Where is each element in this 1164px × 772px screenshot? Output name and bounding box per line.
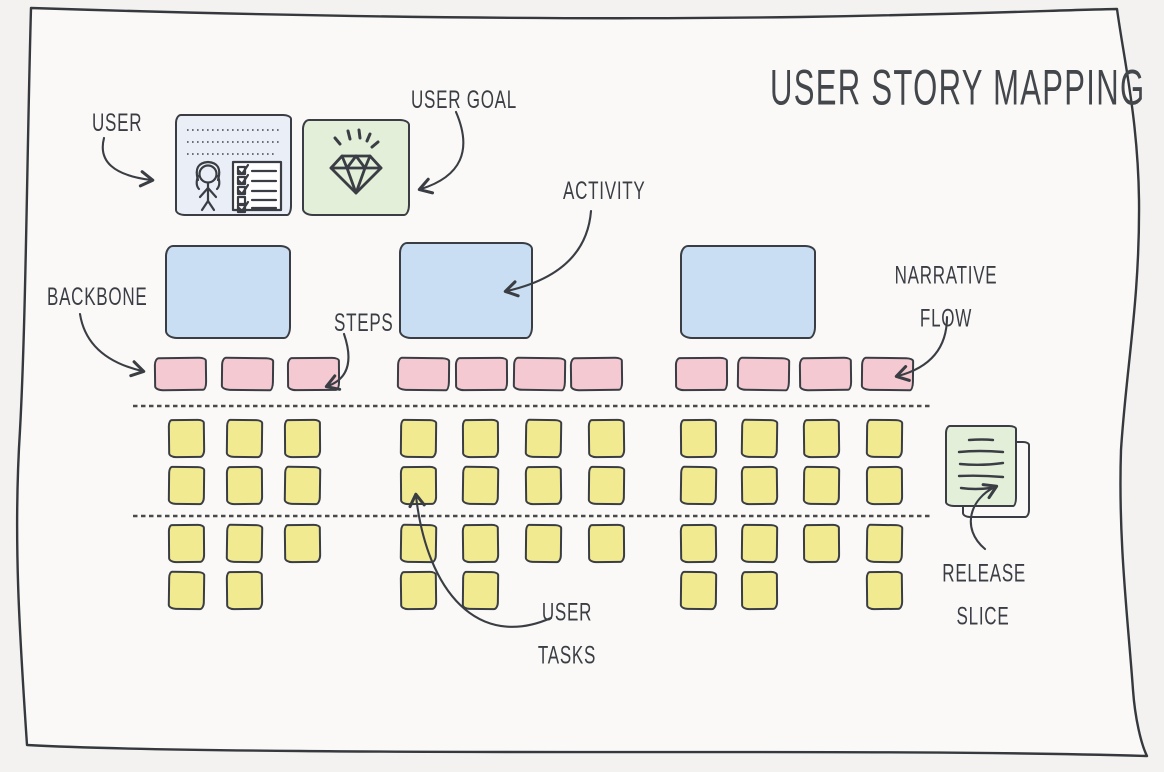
step-note xyxy=(569,356,624,392)
task-note xyxy=(399,418,438,459)
task-note xyxy=(679,570,718,611)
task-note xyxy=(740,523,779,564)
dotted-text-lines xyxy=(187,129,279,155)
step-note xyxy=(736,356,791,392)
task-note xyxy=(865,570,904,611)
task-note xyxy=(283,523,322,564)
task-note xyxy=(167,523,206,564)
task-note xyxy=(802,465,841,506)
task-note xyxy=(225,418,264,459)
step-note xyxy=(798,356,853,392)
task-note xyxy=(524,465,563,506)
task-note xyxy=(740,465,779,506)
task-note xyxy=(461,418,500,459)
task-note xyxy=(461,465,500,506)
task-note xyxy=(679,523,718,564)
task-note xyxy=(679,418,718,459)
task-note xyxy=(587,523,626,564)
task-note xyxy=(740,570,779,611)
release-note-lines xyxy=(957,438,1005,491)
step-note xyxy=(396,356,451,392)
task-note xyxy=(524,523,563,564)
step-note xyxy=(454,356,509,392)
task-note xyxy=(167,465,206,506)
diamond-icon xyxy=(329,128,383,195)
task-note xyxy=(399,523,438,564)
user-persona-card xyxy=(175,114,292,216)
checklist-icon xyxy=(231,160,283,214)
task-note xyxy=(167,418,206,459)
task-note xyxy=(802,523,841,564)
task-note xyxy=(865,418,904,459)
step-note xyxy=(286,356,341,392)
activity-note xyxy=(165,245,291,339)
task-note xyxy=(461,523,500,564)
task-note xyxy=(587,465,626,506)
task-note xyxy=(740,418,779,459)
task-note xyxy=(399,465,438,506)
task-note xyxy=(225,523,264,564)
stick-figure-user-icon xyxy=(195,160,221,212)
step-note xyxy=(860,356,915,392)
task-note xyxy=(524,418,563,459)
task-note xyxy=(865,523,904,564)
user-goal-note xyxy=(302,119,410,216)
task-note xyxy=(587,418,626,459)
step-note xyxy=(220,356,275,392)
task-note xyxy=(167,570,206,611)
step-note xyxy=(512,356,567,392)
task-note xyxy=(283,465,322,506)
task-note xyxy=(283,418,322,459)
step-note xyxy=(674,356,729,392)
step-note xyxy=(153,356,208,392)
task-note xyxy=(865,465,904,506)
task-note xyxy=(399,570,438,611)
activity-note xyxy=(399,242,533,339)
user-persona-sketch xyxy=(187,129,283,214)
task-note xyxy=(802,418,841,459)
task-note xyxy=(679,465,718,506)
activity-note xyxy=(680,245,816,339)
release-slice-note xyxy=(945,425,1017,507)
task-note xyxy=(225,570,264,611)
task-note xyxy=(461,570,500,611)
task-note xyxy=(225,465,264,506)
